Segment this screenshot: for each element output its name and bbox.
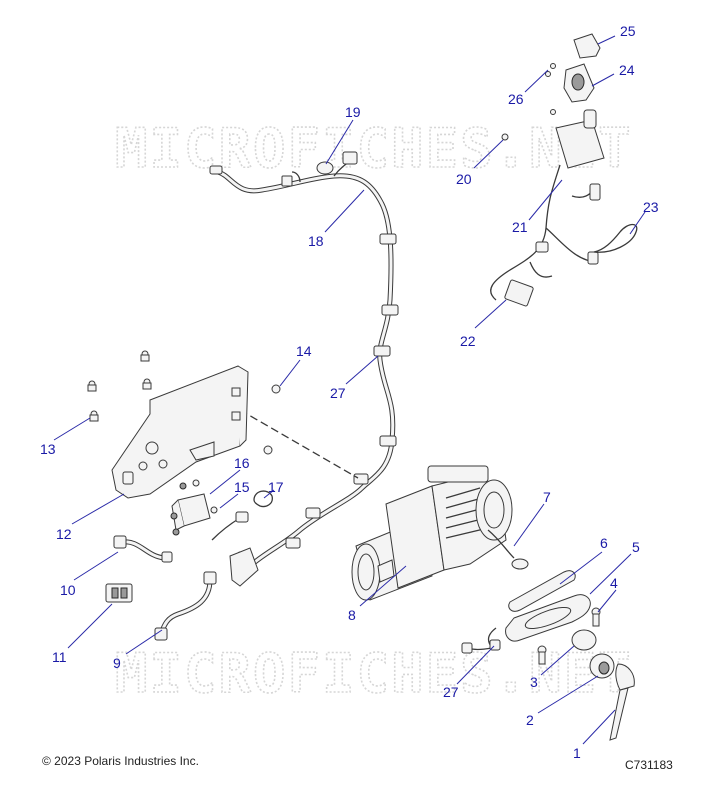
bolt-14b: [263, 445, 273, 455]
cable-9: [157, 577, 213, 639]
alignment-line: [239, 409, 359, 479]
screw-26a: [550, 63, 556, 69]
callout-7: 7: [543, 489, 551, 505]
bolts-13: [87, 350, 152, 422]
leader-lines: [53, 35, 646, 745]
callout-12: 12: [56, 526, 72, 542]
callout-26: 26: [508, 91, 524, 107]
callout-14: 14: [296, 343, 312, 359]
callout-10: 10: [60, 582, 76, 598]
watermark-bottom: MICROFICHES.NET: [115, 642, 633, 705]
callout-3: 3: [530, 674, 538, 690]
wire-rope: [487, 529, 515, 559]
callout-6: 6: [600, 535, 608, 551]
screw-26b: [545, 71, 551, 77]
harness-clip: [316, 161, 334, 175]
callout-25: 25: [620, 23, 636, 39]
callout-11: 11: [52, 649, 67, 665]
bolt-14c: [192, 479, 200, 487]
bolt-4b: [537, 645, 547, 665]
diagram-id: C731183: [625, 758, 673, 772]
callout-5: 5: [632, 539, 640, 555]
mounting-plate: [111, 365, 249, 499]
bolt-4: [591, 607, 601, 627]
hawse-plate: [508, 570, 576, 612]
callout-numbers: 1 2 3 4 5 6 7 8 9 10 11 12 13 14 15 16 1…: [40, 23, 659, 761]
bolt-14: [271, 384, 281, 394]
callout-19: 19: [345, 104, 361, 120]
callout-1: 1: [573, 745, 581, 761]
callout-22: 22: [460, 333, 476, 349]
switch-cover: [573, 33, 601, 59]
contactor: [170, 482, 211, 536]
callout-18: 18: [308, 233, 324, 249]
callout-8: 8: [348, 607, 356, 623]
callout-16: 16: [234, 455, 250, 471]
callout-23: 23: [643, 199, 659, 215]
control-harness: [490, 109, 605, 307]
winch: [351, 465, 513, 601]
callout-27-lead: 27: [443, 684, 459, 700]
callout-21: 21: [512, 219, 528, 235]
harness-connectors: [229, 547, 259, 587]
rocker-switch: [105, 583, 133, 603]
callout-27-harness: 27: [330, 385, 346, 401]
tie-strap: [593, 223, 638, 253]
copyright-notice: © 2023 Polaris Industries Inc.: [42, 754, 199, 768]
callout-13: 13: [40, 441, 56, 457]
callout-2: 2: [526, 712, 534, 728]
ring-17: [253, 490, 273, 508]
watermark-top: MICROFICHES.NET: [115, 117, 633, 180]
callout-15: 15: [234, 479, 250, 495]
callout-17: 17: [268, 479, 284, 495]
callout-4: 4: [610, 575, 618, 591]
callout-9: 9: [113, 655, 121, 671]
screw-15: [210, 506, 218, 514]
stopper: [571, 629, 597, 651]
callout-20: 20: [456, 171, 472, 187]
callout-24: 24: [619, 62, 635, 78]
